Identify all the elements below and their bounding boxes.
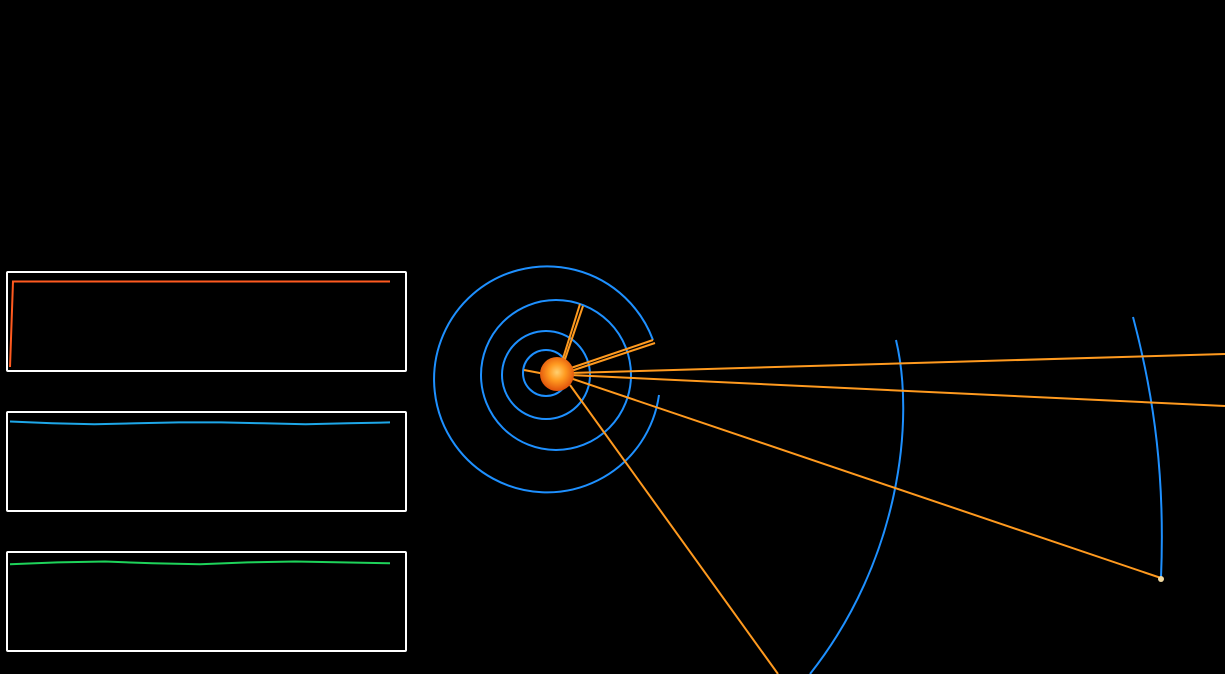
graph-orange-plot <box>9 280 390 368</box>
orbit-ring-3 <box>480 299 632 451</box>
orbit-ring-6 <box>1132 316 1163 579</box>
graph-blue-line <box>9 420 391 426</box>
ray-down <box>569 384 779 674</box>
orbit-ring-5 <box>809 339 905 674</box>
graph-blue-plot <box>9 420 391 426</box>
graph-green-line <box>9 560 391 566</box>
graph-panel-green <box>6 551 407 652</box>
ray-up-2 <box>561 305 584 369</box>
graph-orange-line <box>9 280 390 368</box>
graph-green-plot <box>9 560 391 566</box>
ray-upright-2 <box>564 342 656 374</box>
ray-upright-1 <box>564 339 654 371</box>
graph-panel-blue <box>6 411 407 512</box>
orbit-ring-4 <box>433 265 660 494</box>
ray-planet <box>569 377 1162 579</box>
planet-icon[interactable] <box>1158 576 1164 582</box>
graph-panel-orange <box>6 271 407 372</box>
ray-right-2 <box>569 374 1225 407</box>
ray-up-1 <box>559 303 581 369</box>
sun-icon[interactable] <box>540 357 574 391</box>
ray-right-1 <box>569 353 1225 374</box>
